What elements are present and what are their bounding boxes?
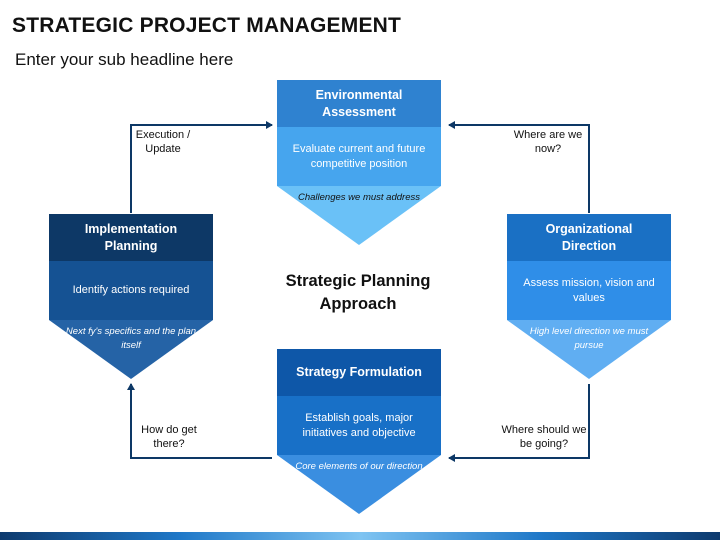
card-tip: Challenges we must address [277,186,441,245]
connector-implementation-to-environmental [130,121,273,213]
card-body: Evaluate current and future competitive … [277,127,441,186]
connector-organizational-to-strategy [448,384,590,462]
connector-organizational-to-environmental [448,121,590,213]
card-strategy-formulation: Strategy Formulation Establish goals, ma… [277,349,441,514]
connector-strategy-to-implementation [127,383,272,459]
card-title: Organizational Direction [507,214,671,261]
card-tip: High level direction we must pursue [507,320,671,379]
card-title: Strategy Formulation [277,349,441,396]
center-heading: Strategic Planning Approach [262,270,454,316]
card-organizational-direction: Organizational Direction Assess mission,… [507,214,671,379]
card-environmental-assessment: Environmental Assessment Evaluate curren… [277,80,441,245]
card-title: Implementation Planning [49,214,213,261]
page-subtitle: Enter your sub headline here [15,50,234,69]
card-body: Identify actions required [49,261,213,320]
bottom-accent-bar [0,532,720,540]
card-body: Assess mission, vision and values [507,261,671,320]
card-tip: Core elements of our direction [277,455,441,514]
card-implementation-planning: Implementation Planning Identify actions… [49,214,213,379]
label-where-are-we-now: Where are we now? [513,129,583,155]
label-how-do-get-there: How do get there? [141,424,197,450]
card-body: Establish goals, major initiatives and o… [277,396,441,455]
center-heading-line1: Strategic Planning [285,272,431,290]
card-tip: Next fy's specifics and the plan itself [49,320,213,379]
label-where-should-we-be-going: Where should we be going? [501,424,587,450]
card-title: Environmental Assessment [277,80,441,127]
page-title: STRATEGIC PROJECT MANAGEMENT [12,14,402,37]
label-execution-update: Execution / Update [135,129,191,155]
center-heading-line2: Approach [319,295,397,313]
